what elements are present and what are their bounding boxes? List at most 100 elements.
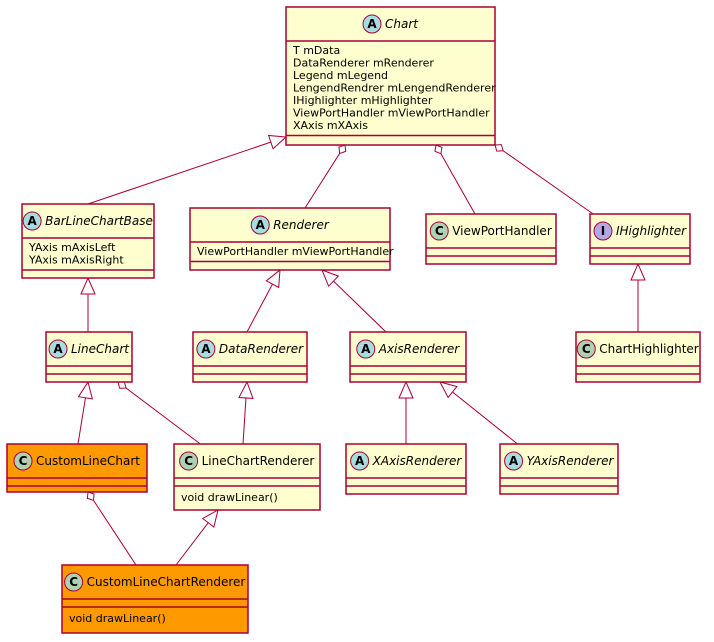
class-box (285, 6, 496, 146)
relation-customlinechart-linechart (77, 380, 94, 445)
class-stereotype-icon: C (576, 339, 596, 359)
svg-text:A: A (53, 342, 63, 356)
aggregation-diamond (117, 381, 127, 389)
abstract-stereotype-icon: A (350, 451, 370, 471)
class-field: T mData (292, 44, 340, 57)
class-field: ViewPortHandler mViewPortHandler (197, 245, 394, 258)
class-linechart[interactable]: LineChart A (45, 331, 133, 383)
inheritance-arrowhead (238, 380, 254, 399)
class-name: ViewPortHandler (452, 224, 552, 238)
svg-text:C: C (184, 454, 193, 468)
relation-renderer-chart (304, 144, 347, 209)
class-name: Chart (385, 17, 419, 31)
class-name: CustomLineChart (36, 454, 140, 468)
abstract-stereotype-icon: A (504, 451, 524, 471)
svg-text:A: A (361, 342, 371, 356)
class-name: IHighlighter (616, 224, 687, 238)
class-stereotype-icon: C (429, 221, 449, 241)
abstract-stereotype-icon: A (356, 339, 376, 359)
class-field: Legend mLegend (293, 69, 388, 82)
class-stereotype-icon: C (13, 451, 33, 471)
class-name: Renderer (273, 218, 330, 232)
class-field: LengendRendrer mLengendRenderer (293, 82, 496, 95)
relation-linechartrenderer-datarenderer (238, 380, 254, 445)
class-name: YAxisRenderer (527, 454, 615, 468)
svg-text:A: A (367, 17, 377, 31)
svg-text:C: C (582, 342, 591, 356)
svg-text:C: C (69, 575, 78, 589)
abstract-stereotype-icon: A (250, 215, 270, 235)
class-field: ViewPortHandler mViewPortHandler (293, 107, 490, 120)
svg-text:C: C (19, 454, 28, 468)
inheritance-arrowhead (630, 262, 646, 281)
relation-customlinechartrenderer-linechartrenderer (175, 509, 219, 566)
inheritance-arrowhead (265, 268, 281, 289)
inheritance-arrowhead (201, 509, 219, 528)
svg-text:A: A (27, 214, 37, 228)
svg-text:A: A (201, 342, 211, 356)
svg-text:A: A (509, 454, 519, 468)
class-method: void drawLinear() (181, 491, 278, 504)
class-ihighlighter[interactable]: IHighlighter I (589, 213, 691, 265)
class-field: XAxis mXAxis (293, 119, 368, 132)
inheritance-arrowhead (321, 269, 340, 288)
inheritance-arrowhead (80, 276, 96, 295)
class-datarenderer[interactable]: DataRenderer A (192, 331, 308, 383)
class-method: void drawLinear() (69, 612, 166, 625)
relations-layer (77, 134, 646, 566)
class-yaxisrenderer[interactable]: YAxisRenderer A (499, 443, 619, 495)
inheritance-arrowhead (267, 134, 288, 150)
class-field: YAxis mAxisRight (28, 254, 124, 267)
class-field: DataRenderer mRenderer (293, 57, 434, 70)
class-stereotype-icon: C (64, 572, 84, 592)
class-stereotype-icon: C (179, 451, 199, 471)
abstract-stereotype-icon: A (22, 211, 42, 231)
relation-charthighlighter-ihighlighter (630, 262, 646, 332)
interface-stereotype-icon: I (593, 221, 613, 241)
class-name: XAxisRenderer (372, 454, 463, 468)
svg-text:I: I (601, 224, 605, 238)
aggregation-diamond (434, 144, 443, 155)
relation-datarenderer-renderer (246, 268, 281, 333)
class-field: YAxis mAxisLeft (28, 241, 116, 254)
class-name: CustomLineChartRenderer (87, 575, 246, 589)
class-field: IHighlighter mHighlighter (293, 94, 433, 107)
relation-ihighlighter-chart (494, 144, 597, 217)
inheritance-arrowhead (398, 380, 414, 399)
class-xaxisrenderer[interactable]: XAxisRenderer A (345, 443, 467, 495)
aggregation-diamond (494, 144, 504, 152)
class-name: LineChart (71, 342, 130, 356)
relation-linechartrenderer-linechart (117, 381, 204, 447)
aggregation-diamond (86, 491, 95, 502)
svg-text:C: C (435, 224, 444, 238)
class-name: BarLineChartBase (45, 214, 153, 228)
inheritance-arrowhead (77, 380, 94, 400)
class-name: DataRenderer (219, 342, 304, 356)
svg-text:A: A (355, 454, 365, 468)
relation-viewporthandler-chart (434, 144, 476, 215)
abstract-stereotype-icon: A (362, 14, 382, 34)
abstract-stereotype-icon: A (196, 339, 216, 359)
relation-linechart-barlinechartbase (80, 276, 96, 332)
class-box (6, 443, 148, 493)
relation-axisrenderer-renderer (321, 269, 387, 333)
relation-barlinechartbase-chart (87, 134, 288, 205)
class-viewporthandler[interactable]: ViewPortHandler C (425, 213, 557, 265)
class-name: LineChartRenderer (202, 454, 315, 468)
aggregation-diamond (338, 144, 347, 155)
abstract-stereotype-icon: A (48, 339, 68, 359)
relation-yaxisrenderer-axisrenderer (439, 381, 521, 447)
class-customlinechart[interactable]: CustomLineChart C (6, 443, 148, 493)
class-box (21, 203, 155, 279)
inheritance-arrowhead (439, 381, 458, 399)
relation-customlinechartrenderer-customlinechart (86, 491, 137, 566)
